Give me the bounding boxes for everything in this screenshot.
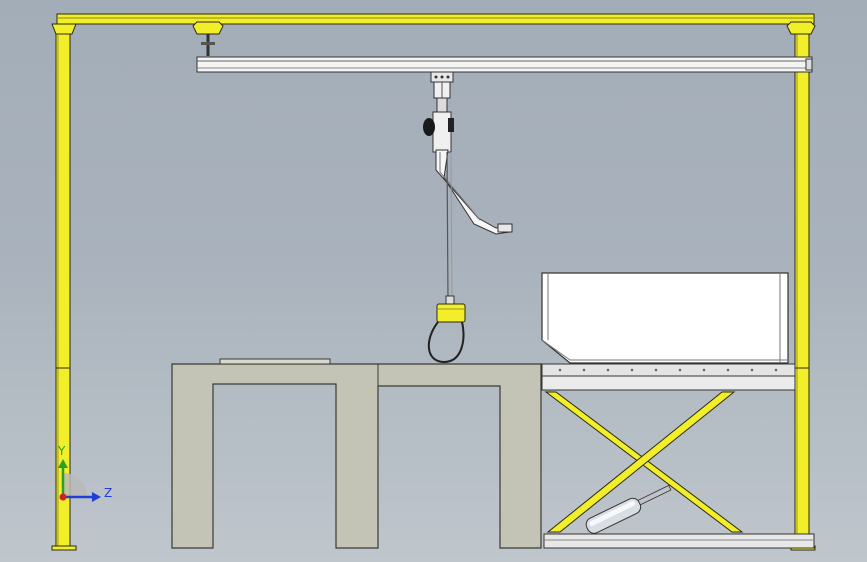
scissor-arms bbox=[544, 391, 744, 533]
left-post bbox=[51, 23, 77, 551]
overhead-rail[interactable] bbox=[196, 56, 813, 73]
lift-base bbox=[543, 533, 815, 549]
top-beam bbox=[56, 13, 815, 25]
scissor-lift-table[interactable] bbox=[541, 272, 815, 549]
workbench[interactable] bbox=[171, 358, 542, 549]
hoist-trolley[interactable] bbox=[430, 71, 454, 113]
lift-cylinder[interactable] bbox=[584, 481, 674, 536]
z-axis-label: Z bbox=[104, 486, 112, 500]
hanger-clamp-left bbox=[192, 21, 224, 56]
y-axis-label: Y bbox=[57, 444, 66, 458]
balancer[interactable] bbox=[428, 295, 466, 364]
coordinate-triad: Y Z bbox=[57, 444, 112, 502]
x-axis bbox=[59, 493, 67, 501]
right-post bbox=[789, 23, 816, 551]
container-box bbox=[541, 272, 789, 364]
lift-platform bbox=[541, 363, 796, 377]
hanger-clamp-right bbox=[786, 21, 816, 35]
manipulator-arm[interactable] bbox=[423, 111, 513, 301]
